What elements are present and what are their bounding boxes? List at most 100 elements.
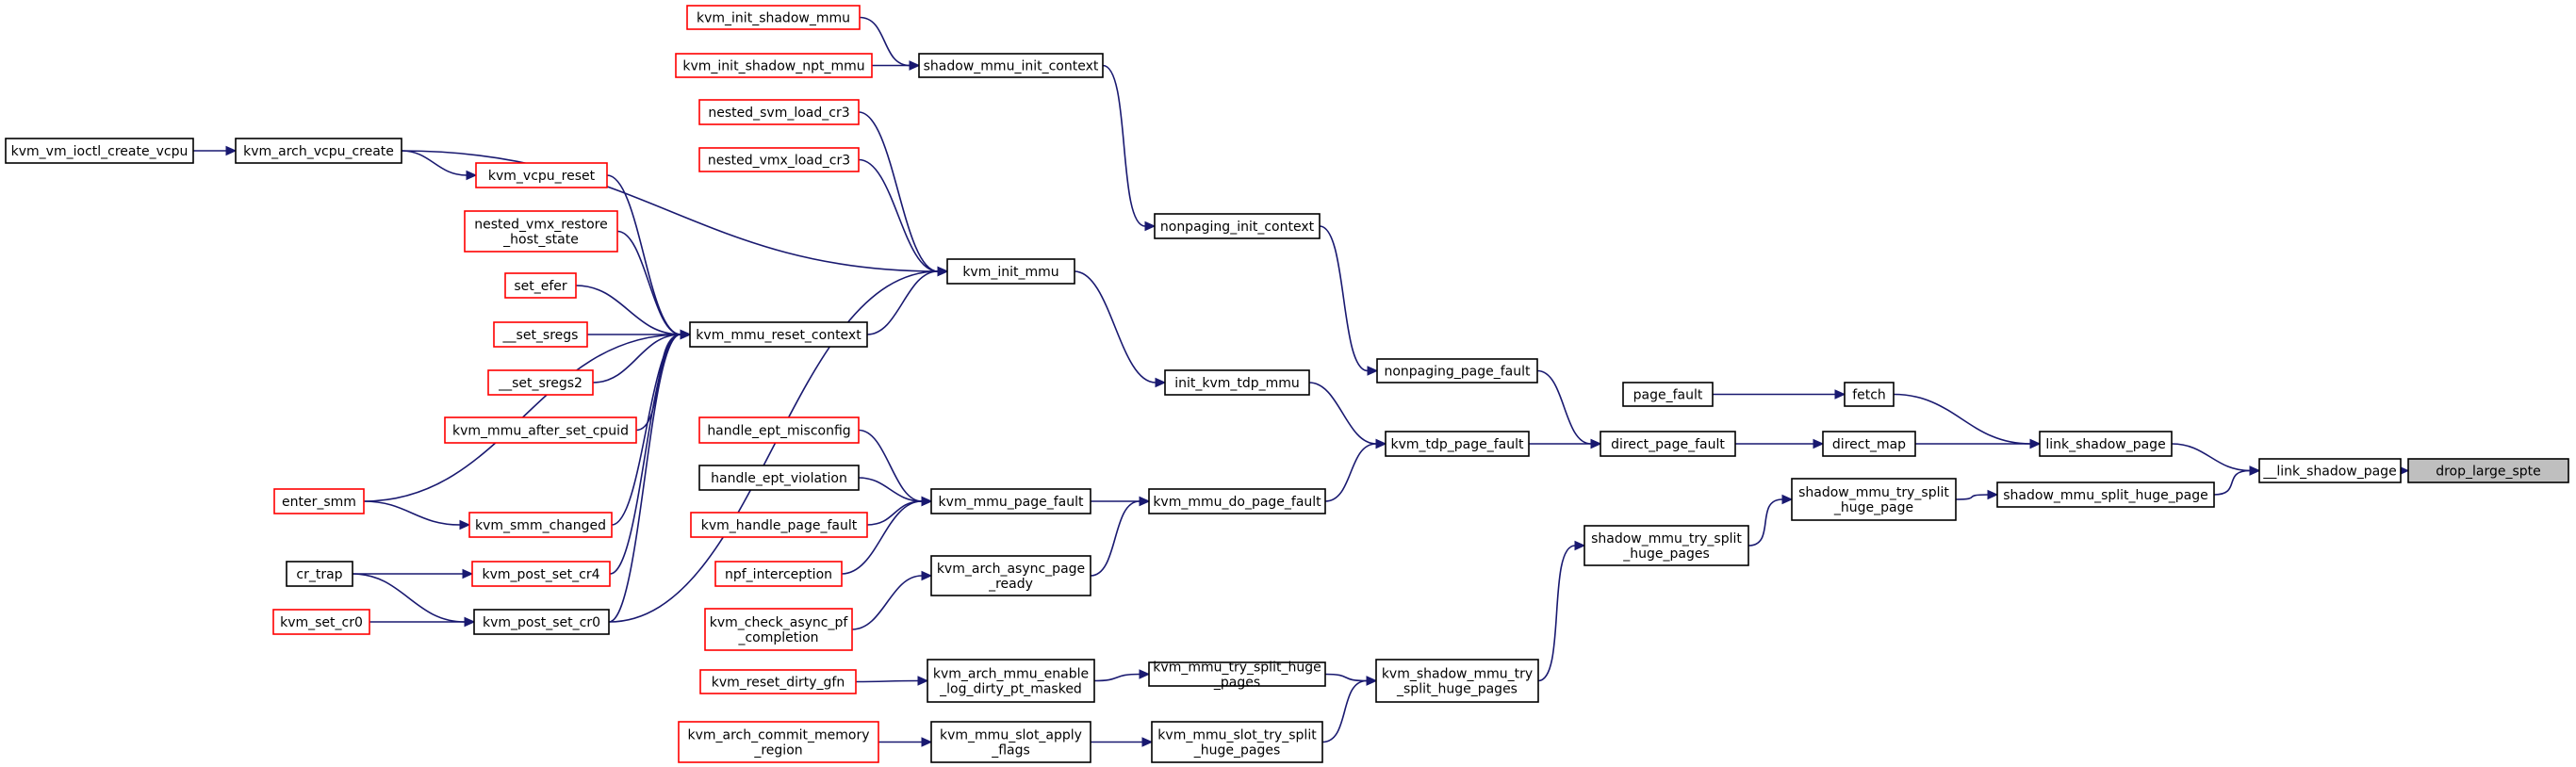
node-handle-ept-violation[interactable]: handle_ept_violation: [698, 465, 860, 491]
node-label: kvm_mmu_try_split_huge: [1153, 661, 1321, 676]
edge-handle-ept-misconfig-to-kvm-mmu-page-fault: [858, 429, 933, 507]
node-kvm-init-mmu[interactable]: kvm_init_mmu: [946, 258, 1075, 285]
node-label: kvm_init_shadow_mmu: [697, 11, 850, 26]
node-nested-svm-load-cr3[interactable]: nested_svm_load_cr3: [698, 99, 860, 125]
node-fetch[interactable]: fetch: [1844, 382, 1895, 407]
edge-kvm-vm-ioctl-create-vcpu-to-kvm-arch-vcpu-create: [192, 145, 238, 156]
node-label: shadow_mmu_split_huge_page: [2003, 488, 2207, 503]
node-kvm-arch-mmu-enable-log-dirty-pt-masked[interactable]: kvm_arch_mmu_enable_log_dirty_pt_masked: [927, 659, 1095, 703]
edge-nested-svm-load-cr3-to-kvm-init-mmu: [858, 111, 949, 277]
node-link-shadow-page[interactable]: __link_shadow_page: [2258, 458, 2402, 483]
node-box: [1996, 481, 2215, 508]
node-kvm-mmu-do-page-fault[interactable]: kvm_mmu_do_page_fault: [1148, 488, 1326, 514]
edge-line: [2213, 469, 2251, 496]
node-nested-vmx-load-cr3[interactable]: nested_vmx_load_cr3: [698, 147, 860, 172]
node-label: direct_map: [1832, 437, 1906, 452]
arrowhead-icon: [1141, 737, 1154, 747]
node-set-sregs2[interactable]: __set_sregs2: [487, 369, 594, 396]
node-npf-interception[interactable]: npf_interception: [714, 561, 843, 587]
node-kvm-handle-page-fault[interactable]: kvm_handle_page_fault: [690, 512, 868, 538]
node-shadow-mmu-try-split-huge-pages[interactable]: shadow_mmu_try_split_huge_pages: [1583, 525, 1749, 566]
arrowhead-icon: [466, 170, 478, 181]
node-box: [1791, 478, 1957, 521]
node-direct-page-fault[interactable]: direct_page_fault: [1600, 431, 1736, 457]
node-kvm-mmu-reset-context[interactable]: kvm_mmu_reset_context: [689, 321, 868, 348]
edge-line: [841, 500, 923, 575]
node-kvm-mmu-page-fault[interactable]: kvm_mmu_page_fault: [930, 488, 1091, 514]
node-kvm-init-shadow-mmu[interactable]: kvm_init_shadow_mmu: [686, 5, 861, 30]
node-kvm-mmu-slot-try-split-huge-pages[interactable]: kvm_mmu_slot_try_split_huge_pages: [1151, 721, 1323, 763]
node-label: kvm_set_cr0: [280, 615, 363, 630]
edge-kvm-post-set-cr0-to-kvm-mmu-reset-context: [608, 329, 692, 623]
node-shadow-mmu-init-context[interactable]: shadow_mmu_init_context: [918, 53, 1104, 78]
node-init-kvm-tdp-mmu[interactable]: init_kvm_tdp_mmu: [1164, 369, 1310, 396]
node-box: [493, 321, 588, 348]
node-box: [946, 258, 1075, 285]
node-kvm-post-set-cr4[interactable]: kvm_post_set_cr4: [471, 561, 611, 587]
node-box: [475, 162, 608, 188]
node-shadow-mmu-split-huge-page[interactable]: shadow_mmu_split_huge_page: [1996, 481, 2215, 508]
node-kvm-smm-changed[interactable]: kvm_smm_changed: [468, 512, 613, 538]
node-nonpaging-page-fault[interactable]: nonpaging_page_fault: [1376, 358, 1538, 384]
node-kvm-shadow-mmu-try-split-huge-pages[interactable]: kvm_shadow_mmu_try_split_huge_pages: [1375, 659, 1539, 703]
node-drop-large-spte[interactable]: drop_large_spte: [2407, 458, 2569, 483]
node-label: __set_sregs2: [498, 376, 582, 391]
node-page-fault[interactable]: page_fault: [1622, 382, 1714, 407]
node-shadow-mmu-try-split-huge-page[interactable]: shadow_mmu_try_split_huge_page: [1791, 478, 1957, 521]
arrowhead-icon: [909, 60, 921, 71]
node-nested-vmx-restore-host-state[interactable]: nested_vmx_restore_host_state: [464, 210, 618, 253]
node-kvm-mmu-after-set-cpuid[interactable]: kvm_mmu_after_set_cpuid: [444, 416, 637, 444]
node-box: [1822, 431, 1916, 457]
edge-direct-map-to-link-shadow-page: [1915, 438, 2042, 449]
edge-init-kvm-tdp-mmu-to-kvm-tdp-page-fault: [1308, 382, 1387, 449]
node-kvm-arch-vcpu-create[interactable]: kvm_arch_vcpu_create: [235, 138, 402, 164]
node-box: [1154, 213, 1321, 239]
edge-shadow-mmu-split-huge-page-to-link-shadow-page: [2213, 465, 2261, 496]
node-kvm-reset-dirty-gfn[interactable]: kvm_reset_dirty_gfn: [699, 669, 857, 694]
node-link-shadow-page[interactable]: link_shadow_page: [2039, 431, 2173, 457]
node-nonpaging-init-context[interactable]: nonpaging_init_context: [1154, 213, 1321, 239]
node-label: shadow_mmu_try_split: [1591, 531, 1742, 547]
node-box: [473, 609, 610, 635]
edge-kvm-set-cr0-to-kvm-post-set-cr0: [369, 616, 476, 628]
arrowhead-icon: [680, 329, 692, 340]
edge-kvm-init-mmu-to-init-kvm-tdp-mmu: [1074, 270, 1167, 388]
node-kvm-vm-ioctl-create-vcpu[interactable]: kvm_vm_ioctl_create_vcpu: [5, 138, 194, 164]
node-box: [2258, 458, 2402, 483]
node-box: [698, 147, 860, 172]
node-kvm-check-async-pf-completion[interactable]: kvm_check_async_pf_completion: [704, 608, 853, 651]
node-box: [704, 608, 853, 651]
node-set-efer[interactable]: set_efer: [504, 272, 577, 299]
node-kvm-mmu-slot-apply-flags[interactable]: kvm_mmu_slot_apply_flags: [930, 721, 1091, 763]
node-cr-trap[interactable]: cr_trap: [286, 561, 353, 587]
edge-line: [1319, 225, 1369, 372]
node-label: cr_trap: [296, 567, 342, 582]
arrowhead-icon: [1987, 489, 1999, 500]
edge-kvm-arch-vcpu-create-to-kvm-vcpu-reset: [401, 150, 478, 181]
node-enter-smm[interactable]: enter_smm: [273, 488, 365, 514]
node-label: shadow_mmu_try_split: [1798, 485, 1949, 500]
node-box: [1844, 382, 1895, 407]
node-kvm-vcpu-reset[interactable]: kvm_vcpu_reset: [475, 162, 608, 188]
node-label: _split_huge_pages: [1396, 682, 1518, 697]
node-set-sregs[interactable]: __set_sregs: [493, 321, 588, 348]
node-kvm-tdp-page-fault[interactable]: kvm_tdp_page_fault: [1385, 431, 1530, 457]
arrowhead-icon: [1155, 377, 1167, 388]
node-box: [235, 138, 402, 164]
node-kvm-mmu-try-split-huge-pages[interactable]: kvm_mmu_try_split_huge_pages: [1148, 661, 1326, 691]
node-label: nested_vmx_restore: [474, 218, 607, 233]
node-kvm-set-cr0[interactable]: kvm_set_cr0: [272, 609, 370, 635]
node-kvm-arch-async-page-ready[interactable]: kvm_arch_async_page_ready: [930, 555, 1091, 596]
arrowhead-icon: [1590, 438, 1602, 449]
node-kvm-arch-commit-memory-region[interactable]: kvm_arch_commit_memory_region: [678, 721, 879, 763]
node-box: [1151, 721, 1323, 763]
node-label: kvm_post_set_cr4: [482, 567, 599, 582]
node-handle-ept-misconfig[interactable]: handle_ept_misconfig: [698, 416, 860, 444]
node-label: kvm_handle_page_fault: [701, 518, 858, 533]
edge-shadow-mmu-try-split-huge-page-to-shadow-mmu-split-huge-page: [1955, 489, 1999, 500]
node-direct-map[interactable]: direct_map: [1822, 431, 1916, 457]
node-label: _pages: [1213, 676, 1260, 691]
node-kvm-post-set-cr0[interactable]: kvm_post_set_cr0: [473, 609, 610, 635]
node-kvm-init-shadow-npt-mmu[interactable]: kvm_init_shadow_npt_mmu: [675, 53, 873, 78]
node-label: kvm_mmu_reset_context: [696, 328, 861, 343]
